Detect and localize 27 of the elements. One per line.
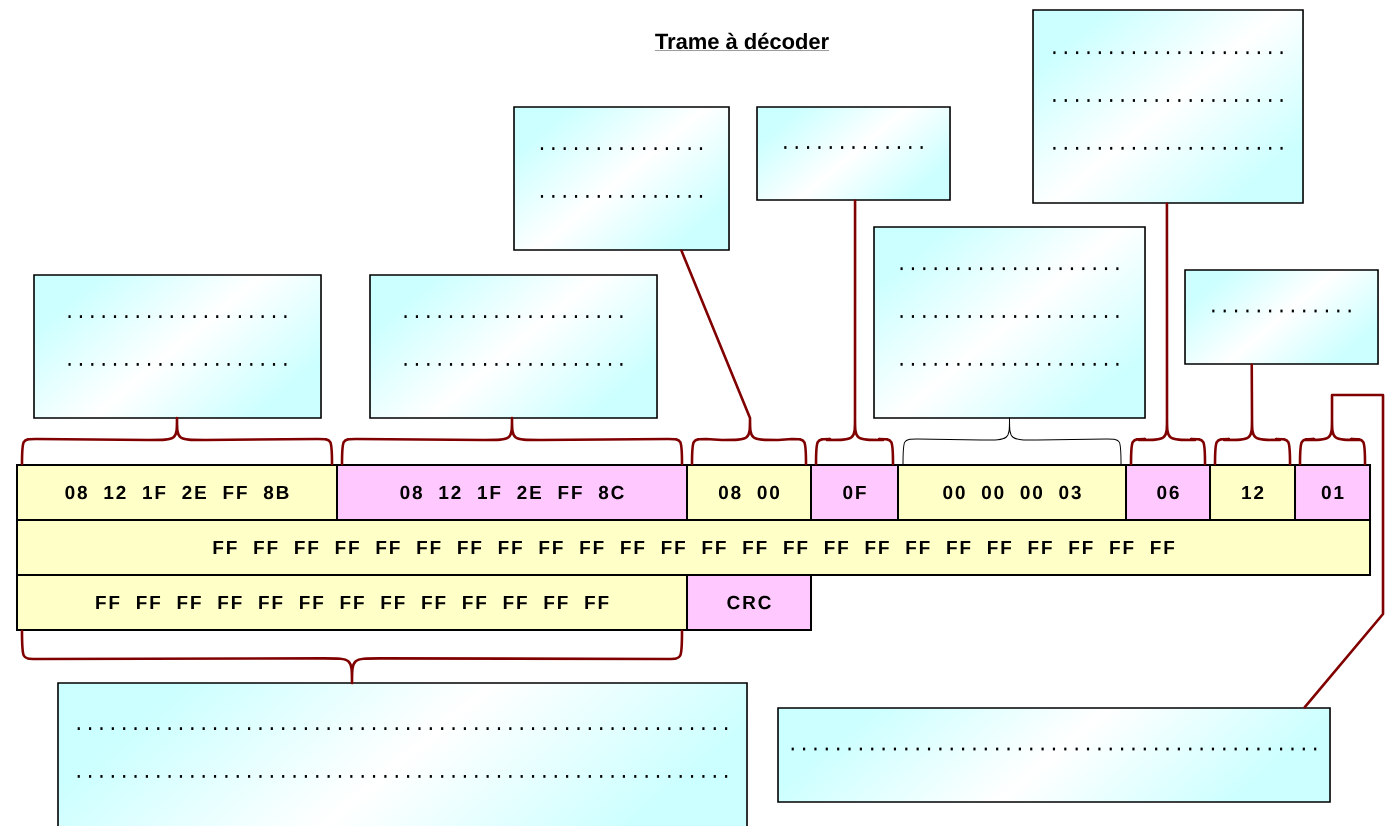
byte-cell: CRC (686, 574, 812, 631)
answer-box: .................... .................... (369, 274, 658, 419)
answer-box: ............. (1184, 269, 1379, 365)
brace-leader (1298, 393, 1385, 709)
answer-box: .................... .................... (33, 274, 322, 419)
brace-leader (1129, 202, 1207, 466)
brace-leader (1213, 363, 1292, 466)
byte-cell: 08 12 1F 2E FF 8B (16, 464, 338, 521)
title: Trame à décoder (654, 32, 830, 51)
brace-leader (902, 417, 1122, 465)
answer-box: ............... ............... (513, 106, 730, 251)
byte-cell: 00 00 00 03 (897, 464, 1127, 521)
answer-box: ............................................... (777, 707, 1331, 803)
byte-cell: 06 (1125, 464, 1211, 521)
byte-cell: 01 (1294, 464, 1371, 521)
brace-leader (680, 249, 808, 466)
byte-cell: 0F (810, 464, 899, 521)
byte-cell: 08 00 (686, 464, 812, 521)
answer-box: .................... .................... .................... (873, 226, 1146, 419)
byte-cell: 08 12 1F 2E FF 8C (336, 464, 688, 521)
byte-cell: 12 (1209, 464, 1296, 521)
brace-leader (340, 416, 684, 466)
brace-leader (814, 199, 895, 466)
byte-cell: FF FF FF FF FF FF FF FF FF FF FF FF FF (16, 574, 688, 631)
answer-box: ............. (756, 106, 951, 201)
answer-box: ..................... ..................... ..................... (1032, 9, 1304, 204)
answer-box: .......................................................... .......................................................... (57, 682, 748, 826)
